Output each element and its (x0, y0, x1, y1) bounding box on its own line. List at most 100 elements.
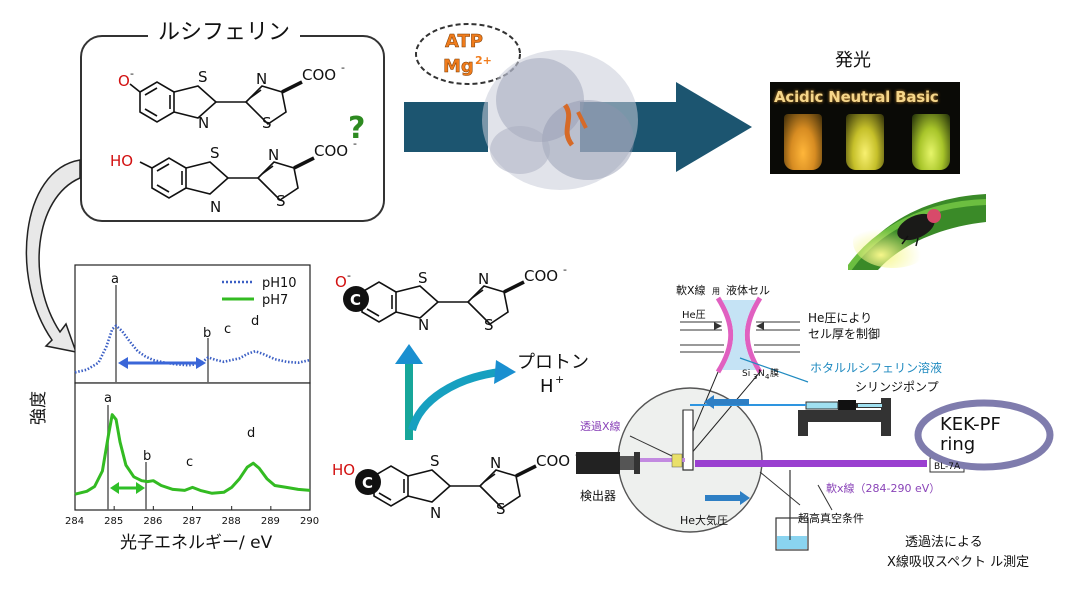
ring-label-2: ring (940, 434, 975, 455)
anion-coo-charge: - (341, 61, 345, 74)
cell-title-a: 軟X線 (676, 283, 706, 297)
top-s2-label: S (484, 316, 494, 334)
luciferase-protein-image (482, 50, 638, 190)
anion-n2-label: N (256, 70, 267, 88)
atp-label: ATP (445, 31, 483, 52)
series-line-pH10 (74, 324, 311, 374)
top-peak-label-a: a (111, 272, 119, 287)
top-coo-charge: - (563, 263, 567, 276)
luciferin-box (80, 35, 385, 222)
neutral-s-label: S (210, 144, 220, 162)
proton-h-label: H (540, 376, 554, 397)
vial-acidic (784, 114, 822, 170)
x-tick-label: 290 (300, 516, 319, 527)
protonation-bottom-structure (355, 464, 537, 510)
control-note-1: He圧により (808, 311, 872, 325)
curved-arrow-to-spectrum (25, 159, 81, 353)
x-tick-label: 285 (104, 516, 123, 527)
membrane-b: N (758, 369, 765, 379)
protonation-top-structure (343, 280, 525, 326)
series-pH10 (74, 324, 311, 374)
x-axis-ticks: 284 285 286 287 288 289 290 (65, 506, 319, 527)
bottom-peak-label-b: b (143, 449, 151, 464)
top-peak-label-c: c (224, 322, 231, 337)
firefly-photo (848, 182, 986, 270)
top-n-label: N (418, 316, 429, 334)
anion-s-label: S (198, 68, 208, 86)
luciferin-anion-structure (129, 80, 303, 126)
top-carbon-label: C (350, 291, 361, 309)
bottom-n-label: N (430, 504, 441, 522)
cofactor-ellipse (415, 23, 521, 85)
xray-apparatus (576, 296, 1054, 551)
series-line-pH7 (74, 413, 311, 496)
proton-label: プロトン (517, 352, 589, 373)
top-peak-label-b: b (203, 326, 211, 341)
vial-neutral (846, 114, 884, 170)
bottom-ho-label: HO (332, 461, 355, 479)
he-atm-label: He大気圧 (680, 513, 728, 527)
fluorescence-photo: Acidic Neutral Basic (770, 82, 960, 174)
legend-pH10-label: pH10 (262, 276, 297, 291)
bottom-peak-label-d: d (247, 426, 255, 441)
y-axis-title: 強度 (29, 391, 49, 425)
x-tick-label: 286 (143, 516, 162, 527)
spectrum-chart: pH10 pH7 a b c d a b c d 284 285 286 287 288… (29, 264, 319, 553)
x-axis-title: 光子エネルギー/ eV (120, 533, 273, 553)
bottom-peak-label-a: a (104, 391, 112, 406)
method-label-2: X線吸収スペクト ル測定 (887, 554, 1029, 570)
anion-n-label: N (198, 114, 209, 132)
bottom-energy-shift-arrow (110, 482, 145, 494)
anion-coo-label: COO (302, 66, 336, 84)
bottom-coo-label: COO (536, 452, 570, 470)
membrane-sub1: 3 (753, 373, 757, 381)
luciferin-title: ルシフェリン (148, 22, 301, 44)
x-tick-label: 288 (222, 516, 241, 527)
top-o-charge: - (347, 269, 351, 282)
he-pressure-label: He圧 (682, 310, 706, 321)
luciferin-neutral-structure (139, 156, 315, 202)
question-mark: ? (348, 111, 365, 146)
legend-pH7-label: pH7 (262, 293, 288, 308)
membrane-sub2: 4 (765, 373, 770, 381)
bottom-s2-label: S (496, 500, 506, 518)
bottom-peak-label-c: c (186, 455, 193, 470)
anion-s2-label: S (262, 114, 272, 132)
x-tick-label: 289 (261, 516, 280, 527)
fluorescence-ph-labels: Acidic Neutral Basic (774, 88, 939, 106)
anion-o-charge: - (130, 67, 134, 80)
bottom-carbon-label: C (362, 474, 373, 492)
bottom-s-label: S (430, 452, 440, 470)
neutral-coo-label: COO (314, 142, 348, 160)
top-n2-label: N (478, 270, 489, 288)
neutral-s2-label: S (276, 192, 286, 210)
bottom-n2-label: N (490, 454, 501, 472)
sample-solution-label: ホタルルシフェリン溶液 (810, 360, 942, 375)
neutral-ho-label: HO (110, 152, 133, 170)
x-tick-label: 284 (65, 516, 84, 527)
top-peak-label-d: d (251, 314, 259, 329)
ring-label-1: KEK-PF (940, 414, 1001, 435)
kek-pf-ring (914, 399, 1054, 471)
detector-label: 検出器 (580, 489, 616, 503)
control-note-2: セル厚を制御 (808, 326, 880, 341)
anion-o-label: O (118, 72, 130, 90)
top-o-label: O (335, 273, 347, 291)
membrane-c: 膜 (770, 368, 779, 379)
mg-charge: 2+ (475, 54, 492, 67)
neutral-n2-label: N (268, 146, 279, 164)
beamline-label: BL-7A (934, 462, 961, 472)
vial-basic (912, 114, 950, 170)
series-pH7 (74, 413, 311, 496)
syringe-pump-label: シリンジポンプ (855, 380, 939, 394)
cell-title-b: 用 (712, 287, 720, 296)
top-s-label: S (418, 269, 428, 287)
mg-label: Mg (443, 56, 474, 77)
protonation-arrows (395, 344, 516, 440)
membrane-a: Si (742, 369, 750, 379)
proton-h-charge: + (555, 373, 564, 386)
top-energy-shift-arrow (118, 357, 206, 369)
x-tick-label: 287 (183, 516, 202, 527)
neutral-n-label: N (210, 198, 221, 216)
uhv-label: 超高真空条件 (798, 511, 864, 525)
